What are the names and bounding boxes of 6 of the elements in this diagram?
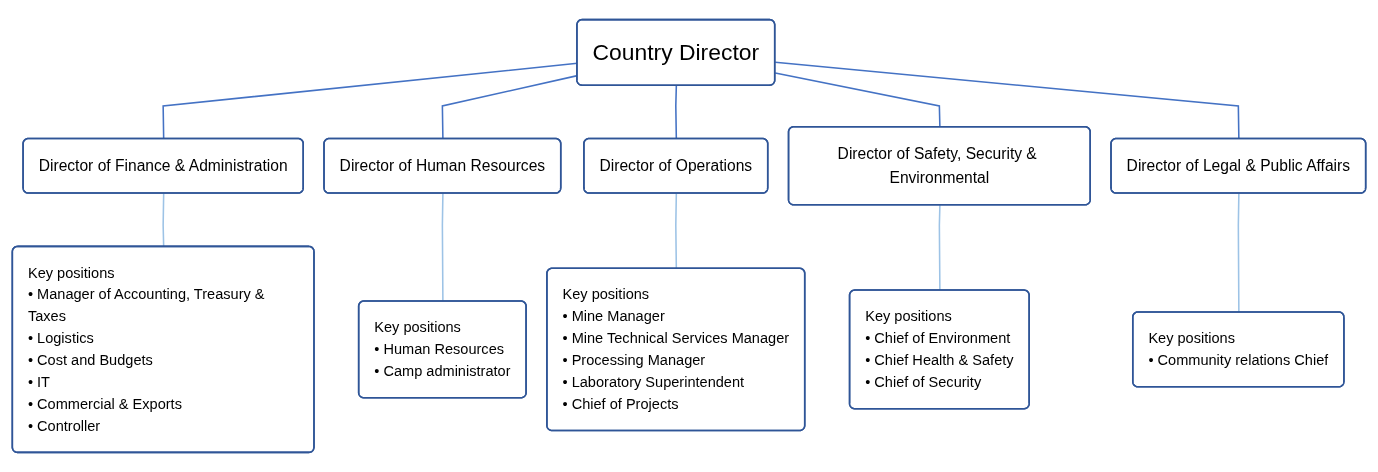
connector [162, 192, 165, 248]
connector [675, 192, 678, 270]
connector [441, 192, 444, 303]
connector [938, 204, 941, 292]
connector [675, 84, 678, 140]
connector [774, 61, 1240, 140]
